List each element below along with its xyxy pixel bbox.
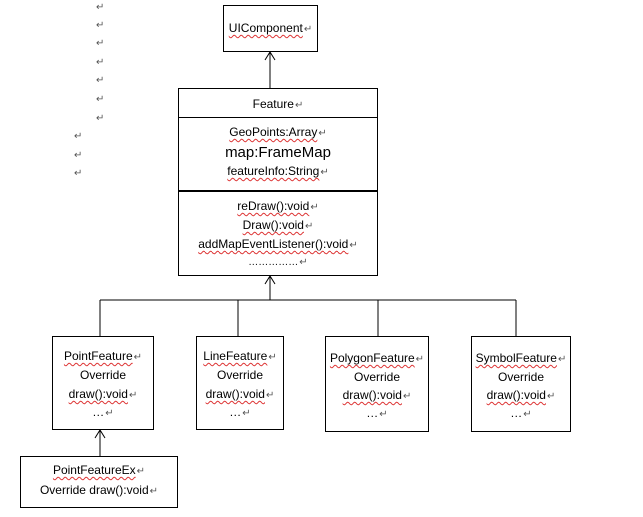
class-box-linefeature: LineFeature↵ Override draw():void↵ …↵	[196, 336, 284, 430]
arrowhead-uicomponent	[264, 51, 276, 61]
class-name: Feature↵	[252, 97, 304, 111]
arrowhead-pointfeature	[94, 429, 106, 439]
method-draw: draw():void↵	[68, 387, 138, 401]
attribute-featureinfo: featureInfo:String↵	[227, 164, 329, 178]
class-box-pointfeature: PointFeature↵ Override draw():void↵ …↵	[52, 336, 154, 430]
method-ellipsis: …↵	[92, 405, 114, 419]
paragraph-mark: ↵	[96, 75, 105, 86]
compartment-divider	[179, 117, 377, 118]
override-label: Override	[497, 370, 544, 384]
method-draw: draw():void↵	[486, 388, 556, 402]
class-name: LineFeature↵	[203, 349, 277, 363]
method-ellipsis: ……………↵	[248, 257, 308, 268]
attribute-geopoints: GeoPoints:Array↵	[229, 125, 327, 139]
class-box-symbolfeature: SymbolFeature↵ Override draw():void↵ …↵	[471, 336, 571, 432]
attribute-map: map:FrameMap	[225, 144, 331, 161]
class-name: PointFeature↵	[63, 349, 143, 363]
method-ellipsis: …↵	[366, 406, 388, 420]
paragraph-mark: ↵	[96, 113, 105, 124]
method-override-draw: Override draw():void↵	[39, 483, 159, 497]
paragraph-mark: ↵	[96, 57, 105, 68]
class-box-uicomponent: UIComponent↵	[223, 5, 318, 52]
class-name: SymbolFeature↵	[475, 351, 567, 365]
method-draw: draw():void↵	[342, 388, 412, 402]
class-box-feature: Feature↵ GeoPoints:Array↵ map:FrameMap f…	[178, 88, 378, 276]
method-redraw: reDraw():void↵	[237, 199, 319, 213]
method-draw: Draw():void↵	[242, 218, 314, 232]
paragraph-mark: ↵	[74, 131, 83, 142]
method-addmapeventlistener: addMapEventListener():void↵	[198, 237, 358, 251]
class-name: PolygonFeature↵	[329, 351, 425, 365]
override-label: Override	[216, 368, 263, 382]
paragraph-mark: ↵	[96, 20, 105, 31]
override-label: Override	[353, 370, 400, 384]
class-box-polygonfeature: PolygonFeature↵ Override draw():void↵ …↵	[325, 336, 429, 432]
paragraph-mark: ↵	[74, 168, 83, 179]
method-draw: draw():void↵	[205, 387, 275, 401]
method-ellipsis: …↵	[229, 405, 251, 419]
class-box-pointfeatureex: PointFeatureEx↵ Override draw():void↵	[20, 456, 178, 508]
method-ellipsis: …↵	[510, 406, 532, 420]
arrowhead-feature	[264, 275, 276, 285]
paragraph-mark: ↵	[96, 38, 105, 49]
class-name: PointFeatureEx↵	[52, 463, 146, 477]
class-name: UIComponent↵	[228, 21, 313, 35]
override-label: Override	[79, 368, 126, 382]
paragraph-mark: ↵	[96, 2, 105, 13]
compartment-divider	[179, 190, 377, 192]
paragraph-mark: ↵	[74, 150, 83, 161]
paragraph-mark: ↵	[96, 94, 105, 105]
